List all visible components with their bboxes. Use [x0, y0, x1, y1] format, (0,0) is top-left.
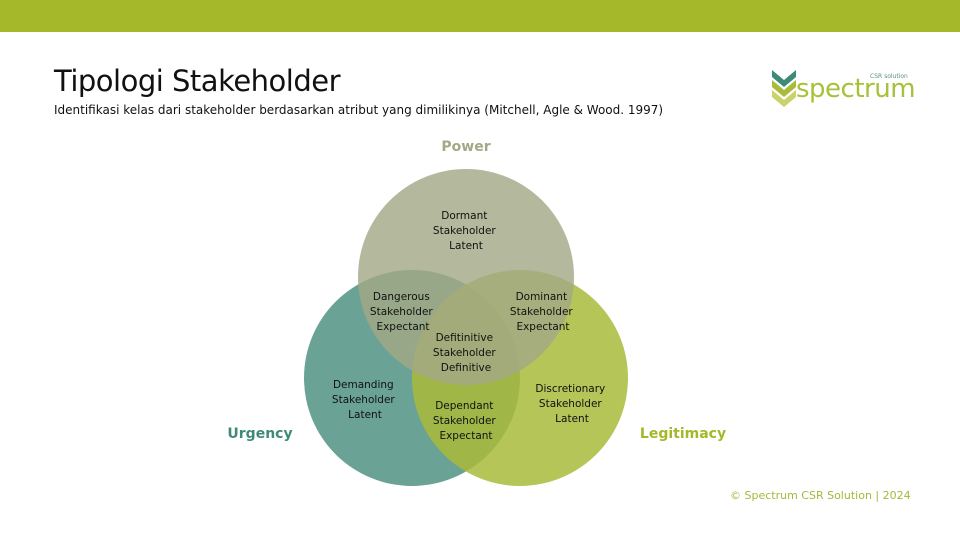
spectrum-logo: spectrum CSR solution [770, 66, 916, 110]
legitimacy-label: Legitimacy [640, 426, 726, 442]
power-label: Power [441, 139, 490, 155]
urgency-label: Urgency [227, 426, 292, 442]
top-accent-bar [0, 0, 960, 32]
dominant-region-label: Dominant Stakeholder Expectant [510, 291, 576, 333]
power-circle [358, 169, 574, 385]
copyright-footer: © Spectrum CSR Solution | 2024 [730, 489, 911, 502]
logo-wordmark: spectrum [796, 74, 916, 104]
logo-tagline: CSR solution [870, 73, 908, 80]
chevron-logo-icon [772, 70, 796, 107]
discretionary-region-label: Discretionary Stakeholder Latent [535, 383, 608, 425]
definitive-region-label: Defitinitive Stakeholder Definitive [433, 332, 499, 374]
page-subtitle: Identifikasi kelas dari stakeholder berd… [54, 103, 664, 117]
dormant-region-label: Dormant Stakeholder Latent [433, 210, 499, 252]
dangerous-region-label: Dangerous Stakeholder Expectant [370, 291, 436, 333]
demanding-region-label: Demanding Stakeholder Latent [332, 379, 398, 421]
dependant-region-label: Dependant Stakeholder Expectant [433, 400, 499, 442]
page-title: Tipologi Stakeholder [54, 64, 341, 98]
